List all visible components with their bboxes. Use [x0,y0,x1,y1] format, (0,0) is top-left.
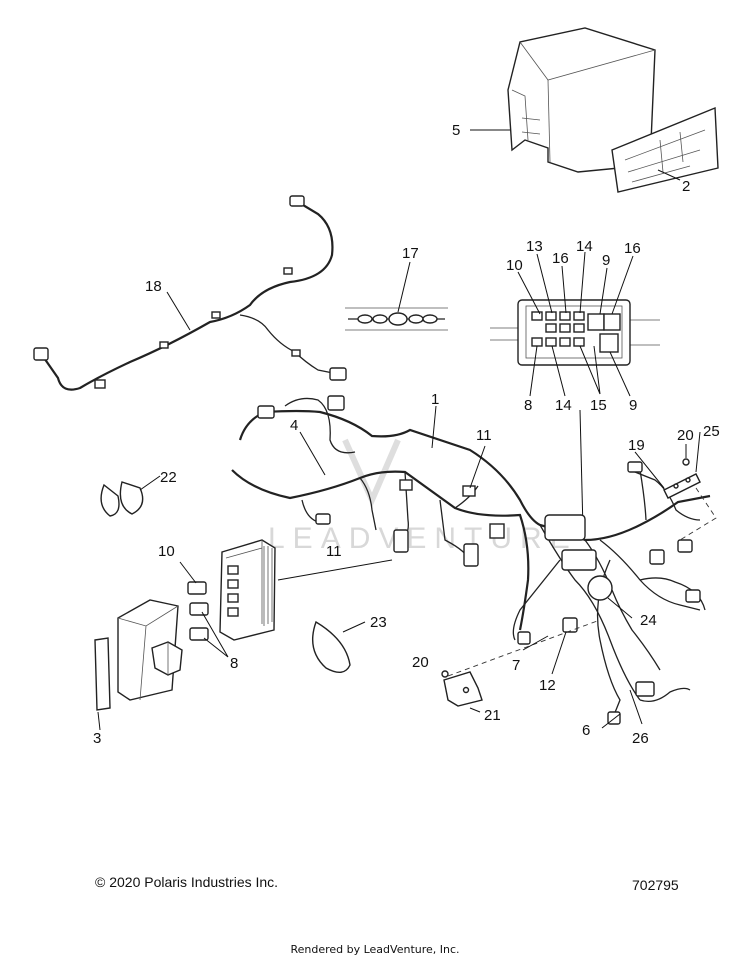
watermark-text: LEADVENTURE [268,522,578,555]
callout-2: 2 [682,178,690,195]
part-1-main-harness[interactable] [231,395,711,725]
callout-11a: 11 [476,427,492,444]
part-17-inline-fuse[interactable] [345,307,448,331]
callout-13: 13 [526,238,543,255]
leader-9b [609,351,631,397]
part-11-module[interactable] [219,539,276,641]
diagram-number: 702795 [632,877,679,893]
callout-16a: 16 [552,250,569,267]
part-5-fuse-box-cover[interactable] [507,27,656,173]
callout-9a: 9 [602,252,610,269]
leader-8a [529,345,538,397]
callout-3: 3 [93,730,101,747]
leader-15 [579,345,601,395]
leader-14a [579,251,586,314]
callout-17: 17 [402,245,419,262]
callout-26: 26 [632,730,649,747]
callout-18: 18 [145,278,162,295]
part-2-decal[interactable] [611,106,719,193]
leader-25-dash [679,487,717,541]
part-8-fuse[interactable] [189,627,209,641]
leader-1 [431,405,437,449]
leader-9a [599,267,608,315]
leader-26 [629,689,643,725]
leader-12 [551,631,567,675]
leader-10a [517,271,541,315]
callout-5: 5 [452,122,460,139]
leader-19 [634,451,665,489]
callout-7: 7 [512,657,520,674]
callout-8b: 8 [230,655,238,672]
leader-11b [277,559,393,581]
leader-24 [607,597,633,619]
leader-16b [611,255,634,315]
callout-14b: 14 [555,397,572,414]
part-21-bracket[interactable] [443,671,483,707]
leader-4 [299,431,326,476]
callout-22: 22 [160,469,177,486]
leader-8b [201,611,229,658]
callout-8a: 8 [524,397,532,414]
part-18-extension-harness[interactable] [33,195,347,391]
callout-10a: 10 [506,257,523,274]
callout-24: 24 [640,612,657,629]
part-3-relay-cover[interactable] [94,599,183,711]
callout-6: 6 [582,722,590,739]
callout-19: 19 [628,437,645,454]
part-20-bolt[interactable] [441,670,449,678]
callout-9b: 9 [629,397,637,414]
callout-1: 1 [431,391,439,408]
leader-11a [469,445,486,489]
leader-17 [397,261,411,313]
copyright-text: © 2020 Polaris Industries Inc. [95,874,279,890]
fuse-box-detail[interactable] [490,299,660,366]
leader-2 [657,169,681,181]
rendered-by-text: Rendered by LeadVenture, Inc. [290,943,460,956]
callout-4: 4 [290,417,298,434]
leader-13 [536,253,553,314]
leader-20a-dash [447,619,601,677]
part-10-fuse[interactable] [187,581,209,616]
leader-25 [695,431,701,473]
callout-14a: 14 [576,238,593,255]
watermark-logo [342,438,401,508]
part-19-bracket[interactable] [663,458,701,499]
leader-22 [139,475,161,491]
callout-10b: 10 [158,543,175,560]
leader-10b [179,561,197,584]
leader-16a [561,265,567,314]
leader-7 [522,635,549,651]
callout-12: 12 [539,677,556,694]
callout-20b: 20 [677,427,694,444]
leader-21 [469,707,481,713]
leader-6 [601,713,621,729]
callout-23: 23 [370,614,387,631]
callout-25: 25 [703,423,720,440]
leader-23 [342,621,366,633]
leader-3 [97,711,101,731]
callout-11b: 11 [326,543,342,560]
part-22-zip-tie[interactable] [100,481,144,517]
leader-18 [166,291,191,331]
leader-14b [551,345,566,397]
callout-20a: 20 [412,654,429,671]
part-23-zip-tie[interactable] [312,620,351,673]
leader-fusebox-to-harness [579,409,584,531]
callout-15: 15 [590,397,607,414]
callout-21: 21 [484,707,501,724]
callout-16b: 16 [624,240,641,257]
